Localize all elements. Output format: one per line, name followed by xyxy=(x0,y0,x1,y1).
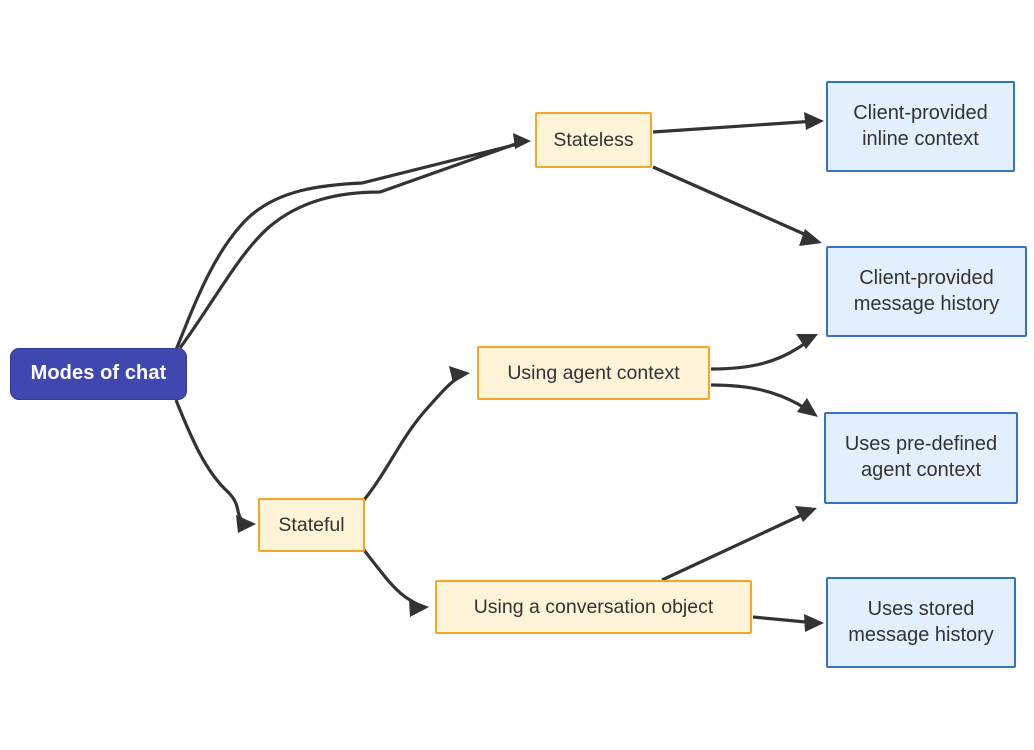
node-client-provided-message-history[interactable]: Client-provided message history xyxy=(826,246,1027,337)
node-client-provided-message-history-label: Client-provided message history xyxy=(853,266,1000,315)
edge-root-to-stateful xyxy=(174,399,256,533)
edge-agent-context-to-predefined-context xyxy=(710,383,818,417)
node-root-label: Modes of chat xyxy=(30,362,167,385)
edge-conversation-object-to-predefined-context xyxy=(661,506,817,582)
edge-root-to-stateless-curve xyxy=(174,140,527,351)
node-uses-stored-message-history[interactable]: Uses stored message history xyxy=(826,577,1016,668)
edge-root-to-stateless xyxy=(178,133,531,349)
node-uses-predefined-agent-context[interactable]: Uses pre-defined agent context xyxy=(824,412,1018,504)
node-stateless-label: Stateless xyxy=(553,128,634,151)
edge-agent-context-to-client-history xyxy=(710,334,818,371)
edge-conversation-object-to-stored-history xyxy=(752,614,824,632)
node-root-modes-of-chat[interactable]: Modes of chat xyxy=(10,348,187,400)
node-client-provided-inline-context[interactable]: Client-provided inline context xyxy=(826,81,1015,172)
node-using-conversation-object[interactable]: Using a conversation object xyxy=(435,580,752,634)
node-stateful-label: Stateful xyxy=(278,513,345,536)
node-using-agent-context-label: Using agent context xyxy=(507,361,680,384)
node-using-agent-context[interactable]: Using agent context xyxy=(477,346,710,400)
edge-stateful-to-conversation-object xyxy=(362,549,429,617)
node-using-conversation-object-label: Using a conversation object xyxy=(473,595,714,618)
node-stateful[interactable]: Stateful xyxy=(258,498,365,552)
node-stateless[interactable]: Stateless xyxy=(535,112,652,168)
node-uses-predefined-agent-context-label: Uses pre-defined agent context xyxy=(844,433,998,481)
edge-stateful-to-agent-context xyxy=(362,366,470,501)
node-uses-stored-message-history-label: Uses stored message history xyxy=(848,597,994,646)
edge-stateless-to-client-history xyxy=(652,165,822,246)
edge-stateless-to-inline-context xyxy=(652,112,824,134)
node-client-provided-inline-context-label: Client-provided inline context xyxy=(853,101,988,150)
